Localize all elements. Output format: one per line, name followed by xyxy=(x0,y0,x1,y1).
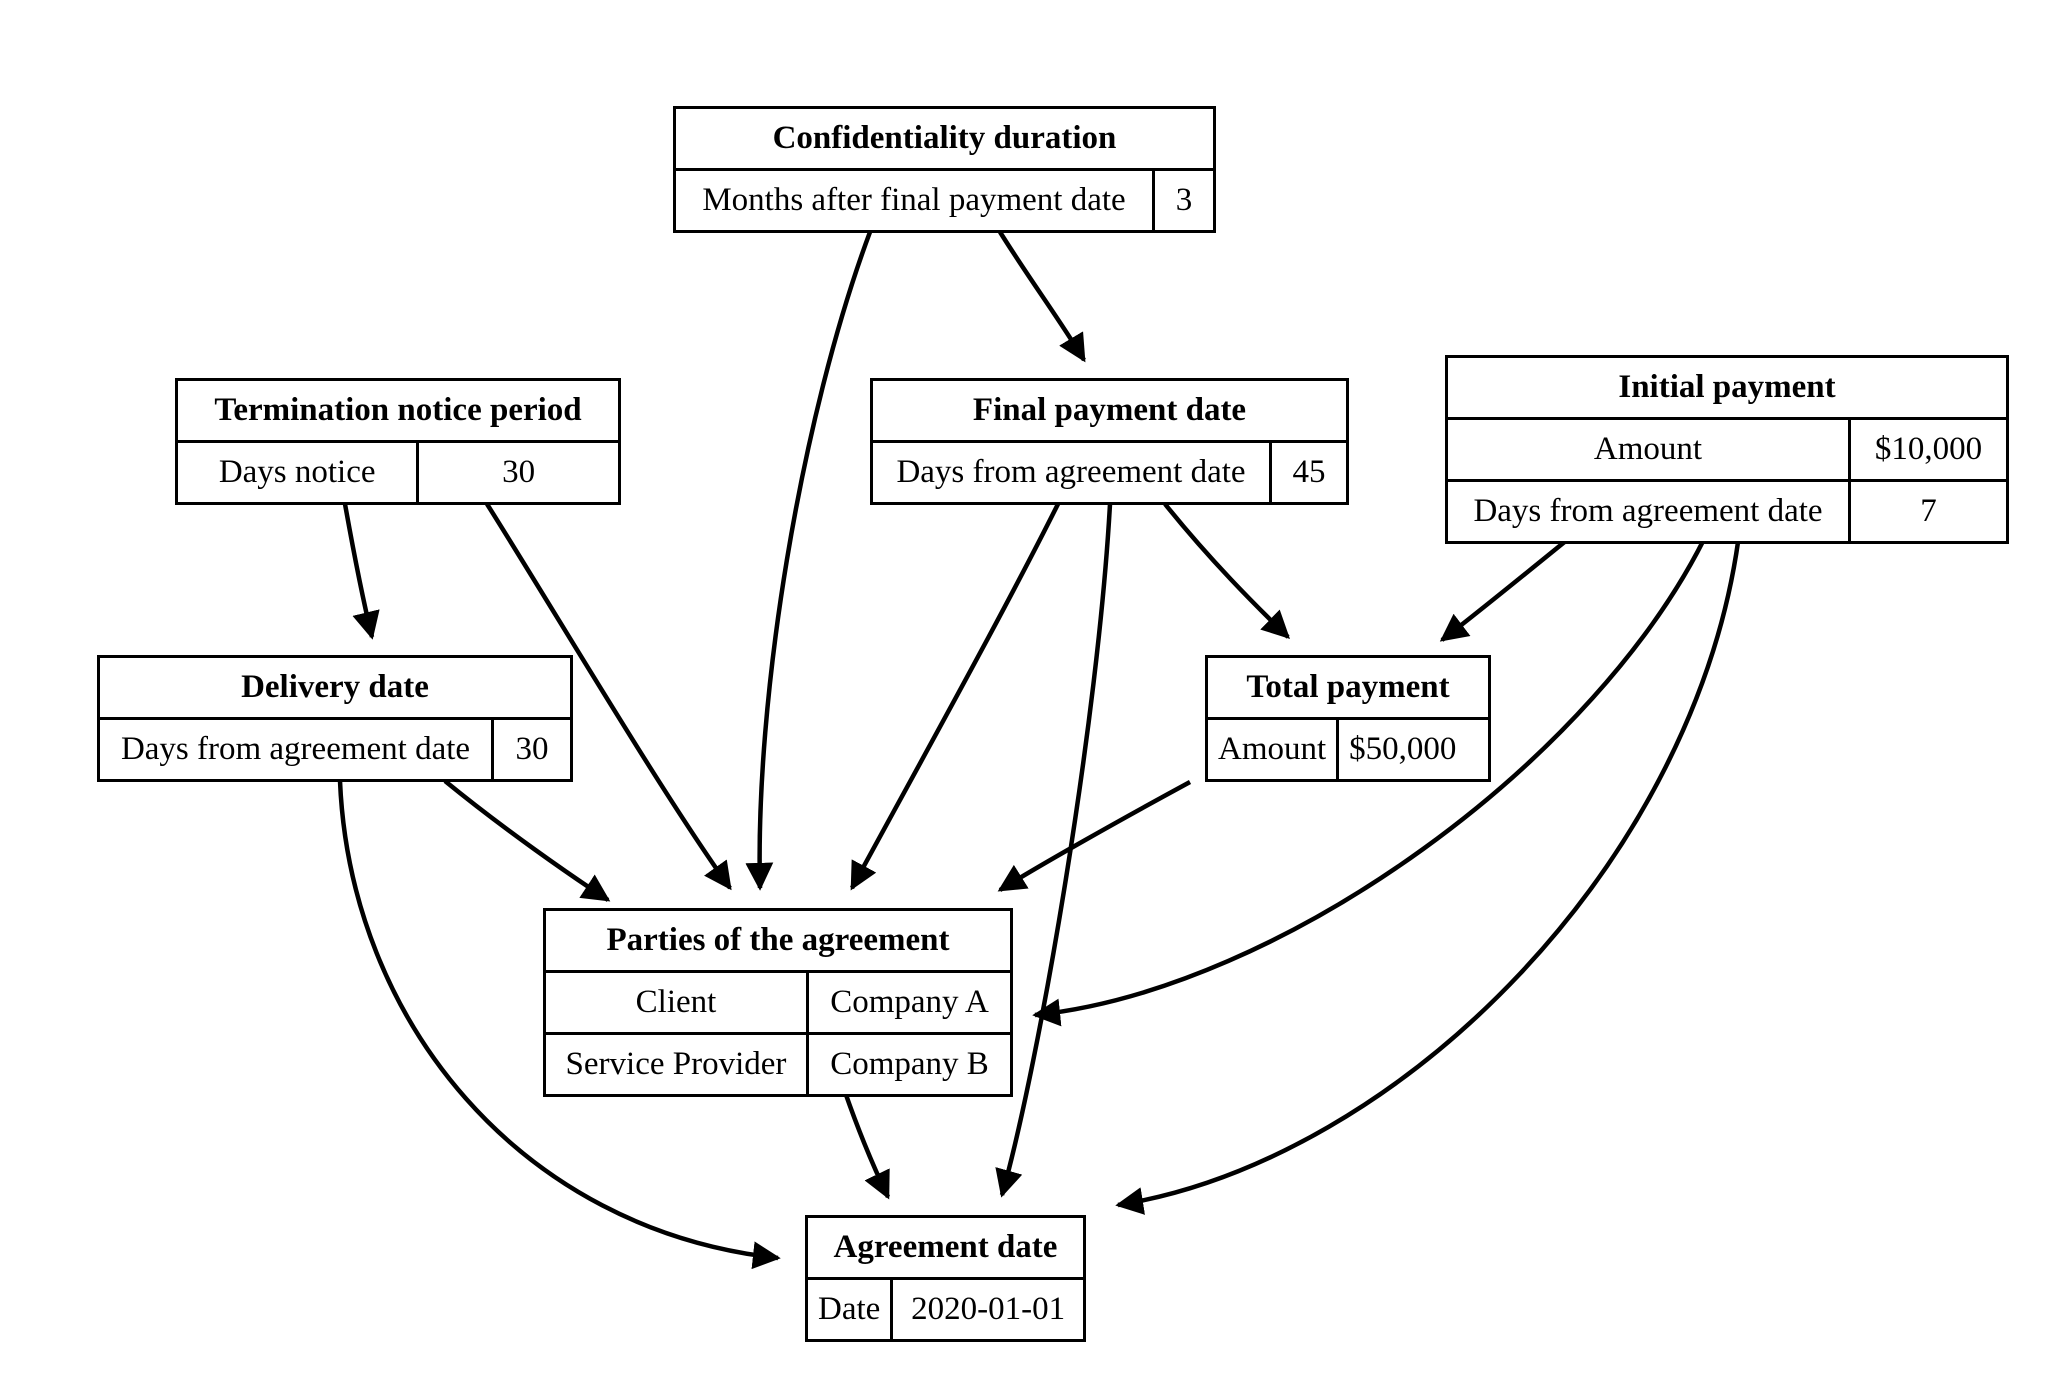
node-termination-notice-period[interactable]: Termination notice period Days notice 30 xyxy=(175,378,621,505)
row-value: $50,000 xyxy=(1349,731,1457,767)
row-value: 2020-01-01 xyxy=(911,1291,1066,1327)
node-final-payment-date[interactable]: Final payment date Days from agreement d… xyxy=(870,378,1349,505)
node-title: Final payment date xyxy=(873,381,1346,443)
edge-total-payment-to-parties-of-the-agreement xyxy=(997,780,1192,892)
node-parties-of-the-agreement[interactable]: Parties of the agreement Client Company … xyxy=(543,908,1013,1097)
table-row: Days from agreement date 7 xyxy=(1448,482,2006,541)
table-row: Days notice 30 xyxy=(178,443,618,502)
row-value: 3 xyxy=(1175,182,1193,218)
node-title: Confidentiality duration xyxy=(676,109,1213,171)
edge-parties-of-the-agreement-to-agreement-date xyxy=(842,1091,891,1200)
edge-delivery-date-to-parties-of-the-agreement xyxy=(443,779,611,902)
row-value: 30 xyxy=(515,731,549,767)
edge-initial-payment-to-agreement-date xyxy=(1115,526,1743,1215)
row-key: Days notice xyxy=(178,443,420,502)
node-total-payment[interactable]: Total payment Amount $50,000 xyxy=(1205,655,1491,782)
row-value: Company A xyxy=(830,984,989,1020)
row-key: Days from agreement date xyxy=(873,443,1272,502)
row-key: Months after final payment date xyxy=(676,171,1155,230)
table-row: Days from agreement date 45 xyxy=(873,443,1346,502)
node-title: Termination notice period xyxy=(178,381,618,443)
row-value: $10,000 xyxy=(1874,431,1983,467)
node-title: Delivery date xyxy=(100,658,570,720)
node-title: Agreement date xyxy=(808,1218,1083,1280)
node-delivery-date[interactable]: Delivery date Days from agreement date 3… xyxy=(97,655,573,782)
edge-final-payment-date-to-agreement-date xyxy=(995,503,1113,1198)
node-title: Parties of the agreement xyxy=(546,911,1010,973)
row-value: 45 xyxy=(1292,454,1326,490)
table-row: Amount $10,000 xyxy=(1448,420,2006,482)
table-row: Amount $50,000 xyxy=(1208,720,1488,779)
row-value: 7 xyxy=(1920,493,1937,529)
edge-final-payment-date-to-total-payment xyxy=(1163,502,1291,639)
edge-confidentiality-duration-to-final-payment-date xyxy=(998,230,1086,363)
row-value: 30 xyxy=(502,454,536,490)
table-row: Date 2020-01-01 xyxy=(808,1280,1083,1339)
table-row: Client Company A xyxy=(546,973,1010,1035)
node-title: Total payment xyxy=(1208,658,1488,720)
table-row: Days from agreement date 30 xyxy=(100,720,570,779)
table-row: Service Provider Company B xyxy=(546,1035,1010,1094)
node-title: Initial payment xyxy=(1448,358,2006,420)
table-row: Months after final payment date 3 xyxy=(676,171,1213,230)
edge-confidentiality-duration-to-parties-of-the-agreement xyxy=(745,231,873,891)
row-key: Amount xyxy=(1208,720,1340,779)
row-key: Days from agreement date xyxy=(1448,482,1851,541)
row-value: Company B xyxy=(830,1046,989,1082)
row-key: Date xyxy=(808,1280,894,1339)
edge-final-payment-date-to-parties-of-the-agreement xyxy=(850,502,1061,891)
row-key: Client xyxy=(546,973,809,1032)
node-confidentiality-duration[interactable]: Confidentiality duration Months after fi… xyxy=(673,106,1216,233)
node-initial-payment[interactable]: Initial payment Amount $10,000 Days from… xyxy=(1445,355,2009,544)
row-key: Amount xyxy=(1448,420,1851,479)
node-agreement-date[interactable]: Agreement date Date 2020-01-01 xyxy=(805,1215,1086,1342)
row-key: Service Provider xyxy=(546,1035,809,1094)
edge-termination-notice-period-to-delivery-date xyxy=(342,503,380,640)
row-key: Days from agreement date xyxy=(100,720,494,779)
